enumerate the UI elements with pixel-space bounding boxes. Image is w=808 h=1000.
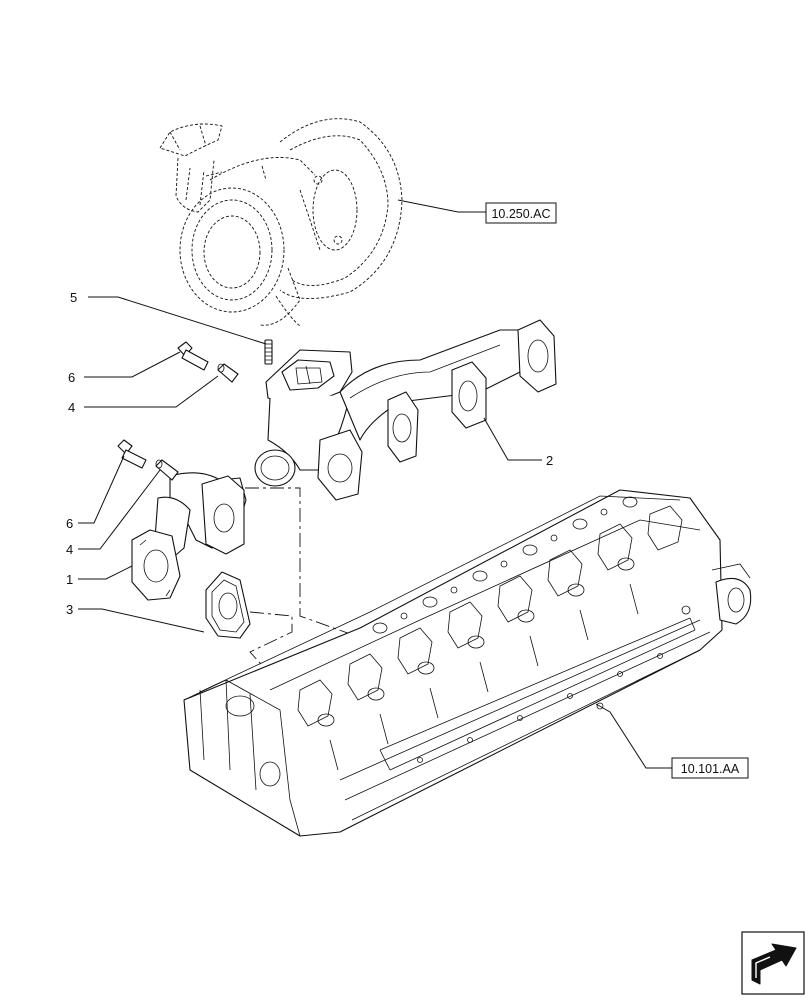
gasket-3 [205,571,251,639]
sleeve-4-lower [155,459,179,481]
callout-labels: 5 6 4 2 6 4 1 3 [66,290,553,617]
assembly-centerlines [245,487,357,675]
bolt-6-lower [117,439,147,469]
callout-2: 2 [546,453,553,468]
ref-box-turbocharger[interactable]: 10.250.AC [485,202,557,224]
callout-5: 5 [70,290,77,305]
callout-6-upper: 6 [68,370,75,385]
ref-label-cylinder-head: 10.101.AA [681,762,740,776]
exhaust-manifold-front [131,472,247,601]
cylinder-head [183,489,752,837]
ref-label-turbocharger: 10.250.AC [491,207,550,221]
bolt-6-upper [177,341,209,371]
leader-lines [78,199,672,769]
callout-3: 3 [66,602,73,617]
sleeve-4-upper [217,363,239,383]
callout-6-lower: 6 [66,516,73,531]
stud-5 [264,339,273,365]
turbocharger-phantom [159,118,403,327]
next-page-arrow-icon[interactable] [741,931,805,995]
ref-box-cylinder-head[interactable]: 10.101.AA [671,757,749,779]
callout-4-upper: 4 [68,400,75,415]
valve-bosses [297,496,683,771]
exhaust-manifold-rear [254,319,557,501]
callout-4-lower: 4 [66,542,73,557]
callout-1: 1 [66,572,73,587]
